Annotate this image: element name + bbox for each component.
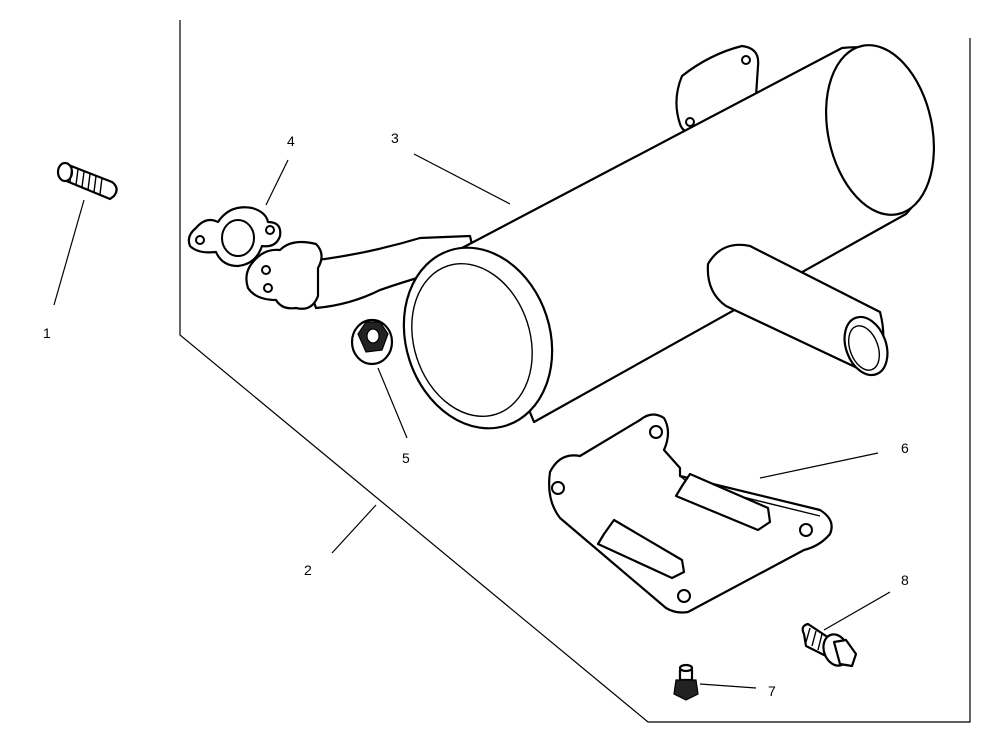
part-plug-screw	[673, 663, 699, 701]
leader-line-4	[265, 159, 289, 206]
part-flange-bolt	[801, 622, 858, 668]
leader-line-3	[413, 153, 511, 205]
kit-boundary-frame	[179, 20, 971, 723]
part-mounting-bracket	[548, 413, 833, 614]
leader-lines	[53, 153, 891, 689]
leader-line-8	[823, 591, 891, 631]
leader-line-7	[699, 683, 757, 689]
callout-5: 5	[402, 450, 410, 466]
callout-1: 1	[43, 325, 51, 341]
callout-8: 8	[901, 572, 909, 588]
callout-2: 2	[304, 562, 312, 578]
part-gasket	[187, 206, 282, 268]
callout-6: 6	[901, 440, 909, 456]
part-stud	[56, 161, 118, 201]
leader-line-2	[331, 504, 377, 554]
callout-7: 7	[768, 683, 776, 699]
leader-line-1	[53, 199, 85, 306]
leader-line-5	[377, 367, 408, 439]
callout-3: 3	[391, 130, 399, 146]
part-flange-nut	[350, 318, 394, 366]
callout-labels: 1 2 3 4 5 6 7 8	[43, 130, 909, 699]
leader-line-6	[759, 452, 879, 479]
callout-4: 4	[287, 133, 295, 149]
part-muffler-inlet	[245, 234, 478, 310]
part-muffler-body	[402, 44, 936, 430]
